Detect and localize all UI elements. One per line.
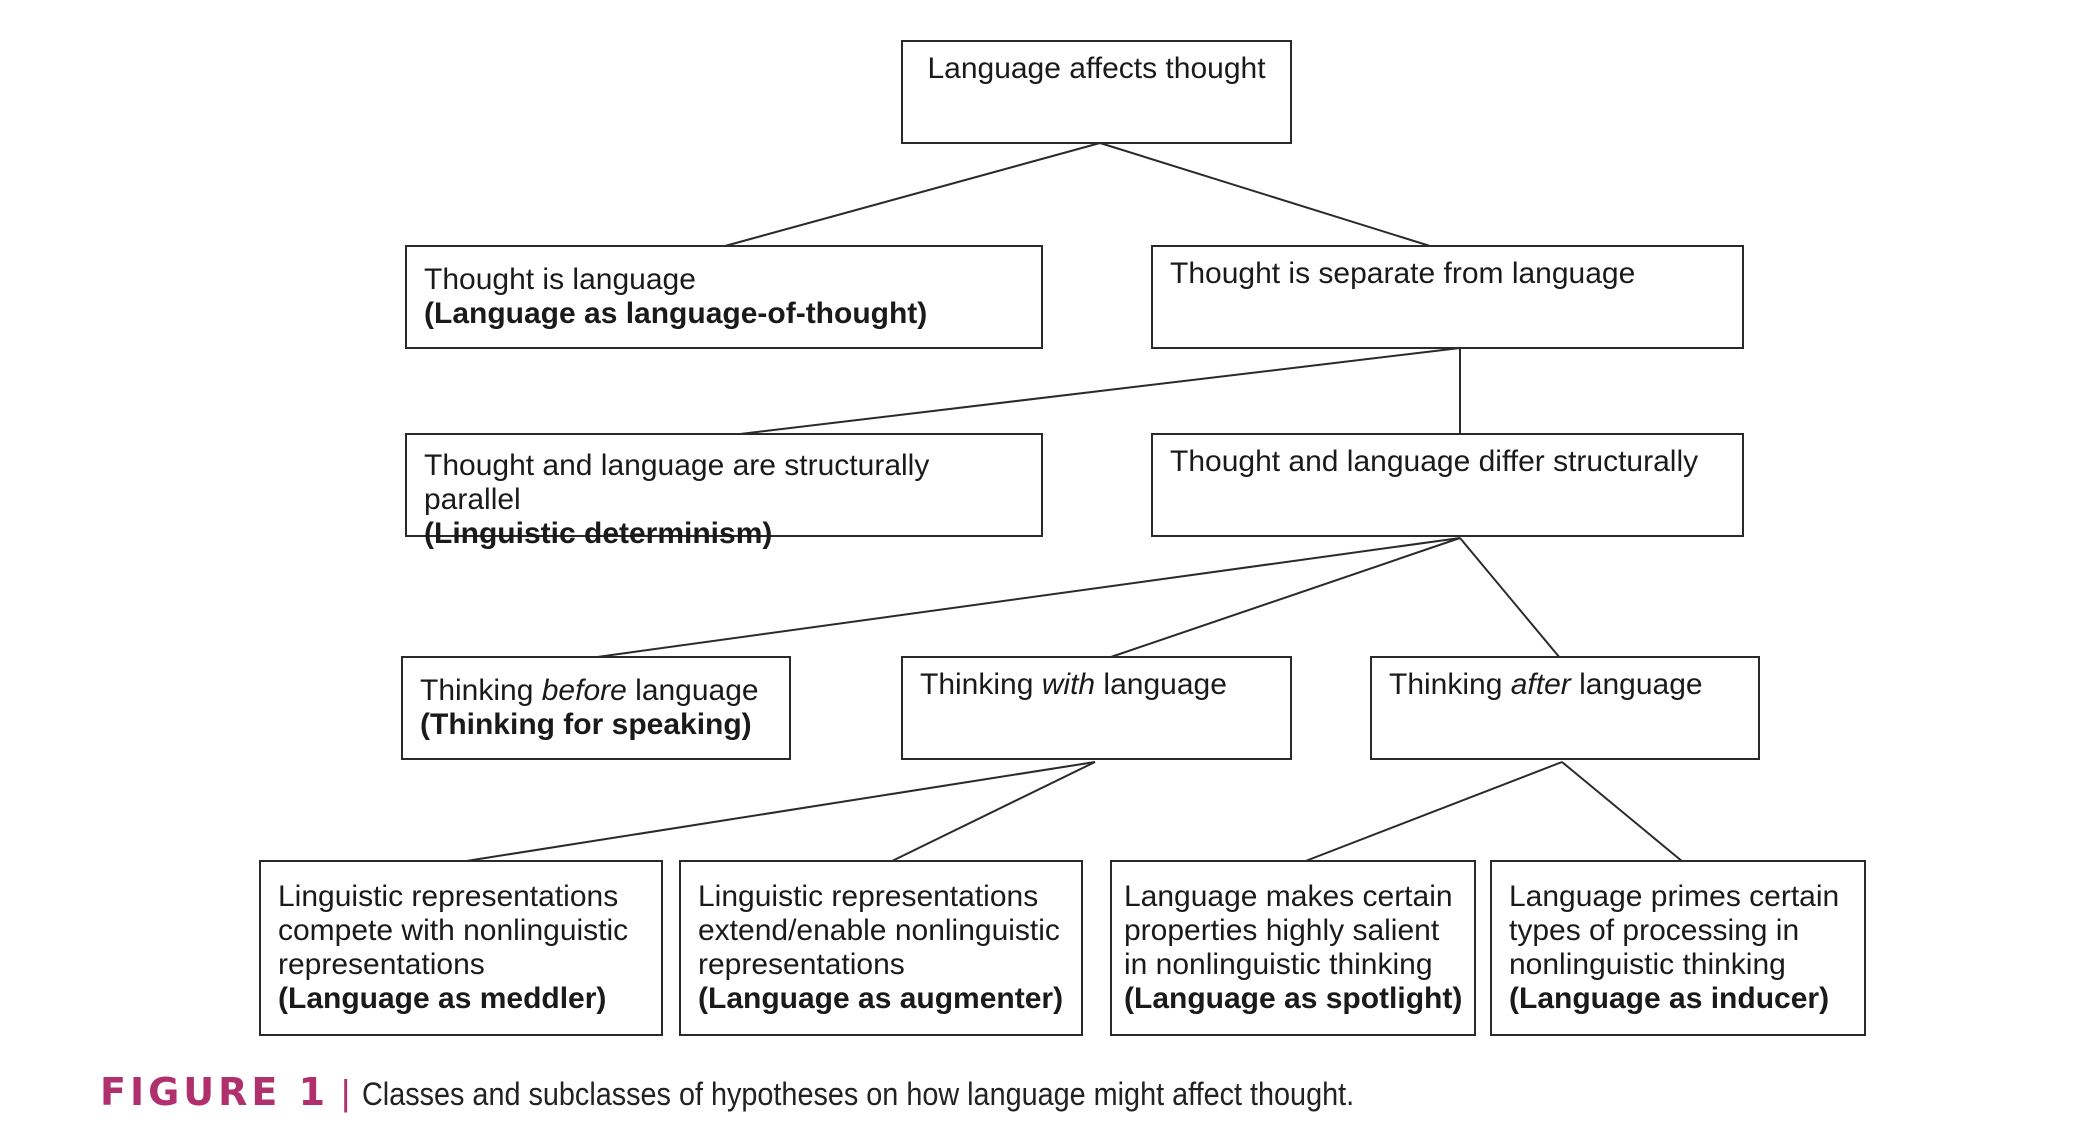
figure-label: FIGURE 1: [100, 1070, 330, 1114]
node-text: nonlinguistic thinking: [1509, 948, 1786, 981]
node-text: compete with nonlinguistic: [278, 914, 629, 947]
node-language-affects-thought: Language affects thought: [901, 40, 1292, 144]
edge-with-meddler: [459, 761, 1096, 863]
node-differ-structurally: Thought and language differ structurally: [1151, 433, 1744, 537]
node-thinking-with-language: Thinking with language: [901, 656, 1292, 760]
node-text: Thought is language: [424, 263, 696, 296]
node-subclass-label: (Thinking for speaking): [420, 708, 752, 741]
edge-differ-with: [1107, 537, 1461, 659]
edge-differ-after: [1459, 537, 1561, 659]
node-language-as-augmenter: Linguistic representations extend/enable…: [679, 860, 1083, 1036]
node-text: types of processing in: [1509, 914, 1800, 947]
edge-differ-before: [589, 537, 1461, 659]
node-thinking-before-language: Thinking before language (Thinking for s…: [401, 656, 791, 760]
caption-text: Classes and subclasses of hypotheses on …: [362, 1076, 1355, 1112]
node-text: Thought and language are structurally pa…: [424, 449, 930, 516]
node-subclass-label: (Language as inducer): [1509, 982, 1830, 1015]
node-subclass-label: (Linguistic determinism): [424, 517, 773, 550]
node-text: Linguistic representations: [698, 880, 1039, 913]
node-text: properties highly salient: [1124, 914, 1440, 947]
node-text: Language primes certain: [1509, 880, 1840, 913]
node-text: Thinking before language: [420, 674, 759, 707]
node-text: Language affects thought: [927, 52, 1266, 85]
node-text: Thinking after language: [1389, 668, 1703, 701]
node-text: in nonlinguistic thinking: [1124, 948, 1433, 981]
node-structurally-parallel: Thought and language are structurally pa…: [405, 433, 1043, 550]
edge-root-thought-separate: [1099, 142, 1431, 247]
caption-separator: |: [341, 1072, 351, 1113]
node-thought-separate-from-language: Thought is separate from language: [1151, 245, 1744, 349]
edge-root-thought-is-language: [724, 142, 1101, 247]
node-subclass-label: (Language as spotlight): [1124, 982, 1463, 1015]
node-text: Thinking with language: [920, 668, 1227, 701]
node-text: Language makes certain: [1124, 880, 1453, 913]
node-text: Linguistic representations: [278, 880, 619, 913]
edge-with-augmenter: [889, 761, 1096, 863]
edge-after-inducer: [1561, 761, 1684, 863]
edge-after-spotlight: [1302, 761, 1563, 863]
node-thinking-after-language: Thinking after language: [1370, 656, 1760, 760]
node-text: representations: [698, 948, 905, 981]
node-text: extend/enable nonlinguistic: [698, 914, 1060, 947]
node-language-as-inducer: Language primes certain types of process…: [1490, 860, 1866, 1036]
node-text: Thought is separate from language: [1170, 257, 1636, 290]
edge-separate-parallel: [731, 347, 1461, 436]
node-subclass-label: (Language as augmenter): [698, 982, 1064, 1015]
node-language-as-meddler: Linguistic representations compete with …: [259, 860, 663, 1036]
node-text: representations: [278, 948, 485, 981]
node-language-as-spotlight: Language makes certain properties highly…: [1110, 860, 1476, 1036]
node-subclass-label: (Language as meddler): [278, 982, 607, 1015]
node-subclass-label: (Language as language-of-thought): [424, 297, 928, 330]
node-thought-is-language: Thought is language (Language as languag…: [405, 245, 1043, 349]
node-text: Thought and language differ structurally: [1170, 445, 1699, 478]
figure-caption: FIGURE 1 | Classes and subclasses of hyp…: [100, 1070, 1465, 1120]
